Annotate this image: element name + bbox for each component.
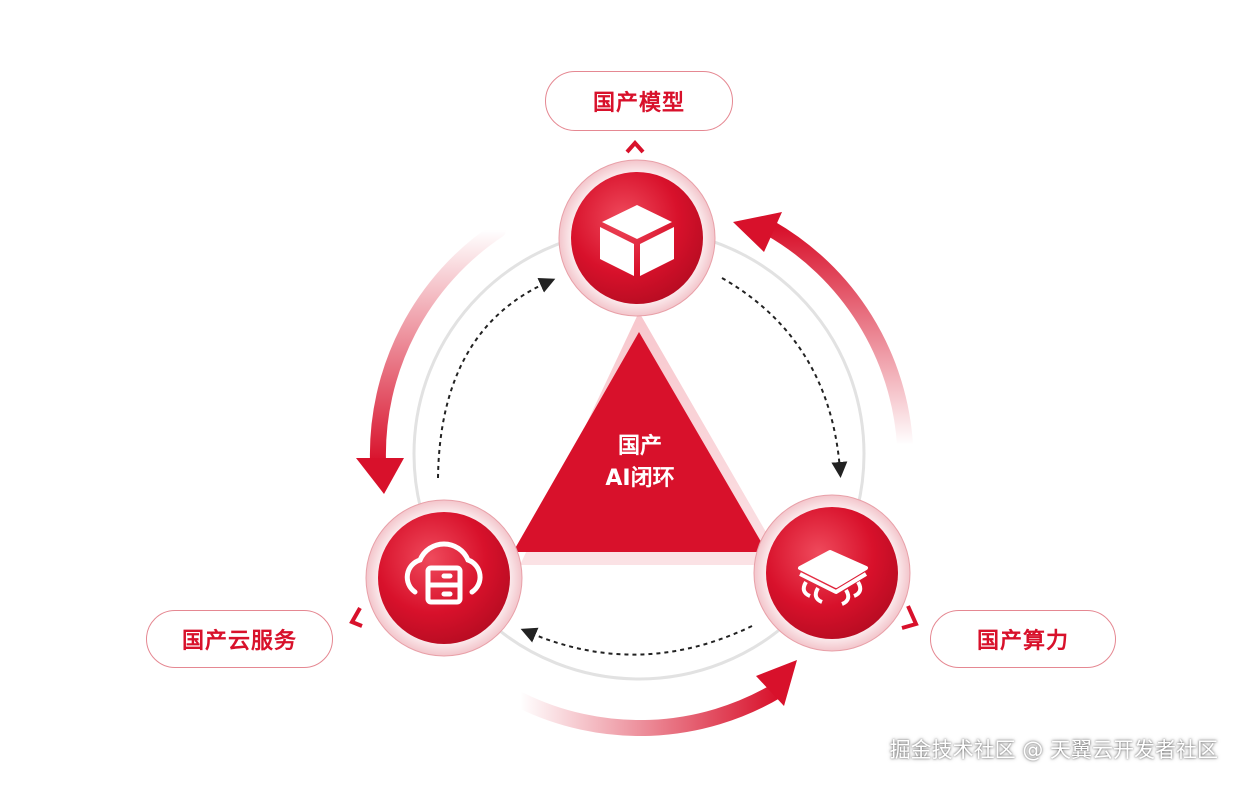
chevron-left-icon	[349, 607, 363, 628]
cloud-server-icon	[404, 541, 483, 605]
arc-arrow-bottom-head	[756, 660, 797, 706]
node-cloud	[365, 499, 523, 657]
chip-icon	[798, 550, 868, 606]
center-title-line1: 国产	[617, 434, 662, 459]
arc-arrow-bottom	[512, 682, 786, 737]
label-model: 国产模型	[545, 71, 733, 131]
arc-arrow-left-head	[356, 458, 404, 494]
chevron-right-icon	[901, 605, 919, 630]
chevron-up-icon	[625, 139, 645, 154]
node-model	[558, 159, 716, 317]
center-title-line2: AI闭环	[605, 466, 675, 491]
label-compute: 国产算力	[930, 610, 1116, 668]
dashed-arrow-right	[721, 277, 848, 478]
watermark: 掘金技术社区 @ 天翼云开发者社区	[889, 738, 1218, 762]
node-compute	[753, 494, 911, 652]
center-triangle	[513, 332, 767, 552]
dashed-arrow-left	[437, 277, 556, 479]
arc-arrow-right-head	[733, 212, 782, 252]
arc-arrow-left	[369, 222, 506, 470]
cube-icon	[600, 205, 674, 276]
dashed-arrow-bottom	[520, 625, 753, 656]
arc-arrow-right	[762, 220, 913, 453]
label-cloud: 国产云服务	[146, 610, 333, 668]
